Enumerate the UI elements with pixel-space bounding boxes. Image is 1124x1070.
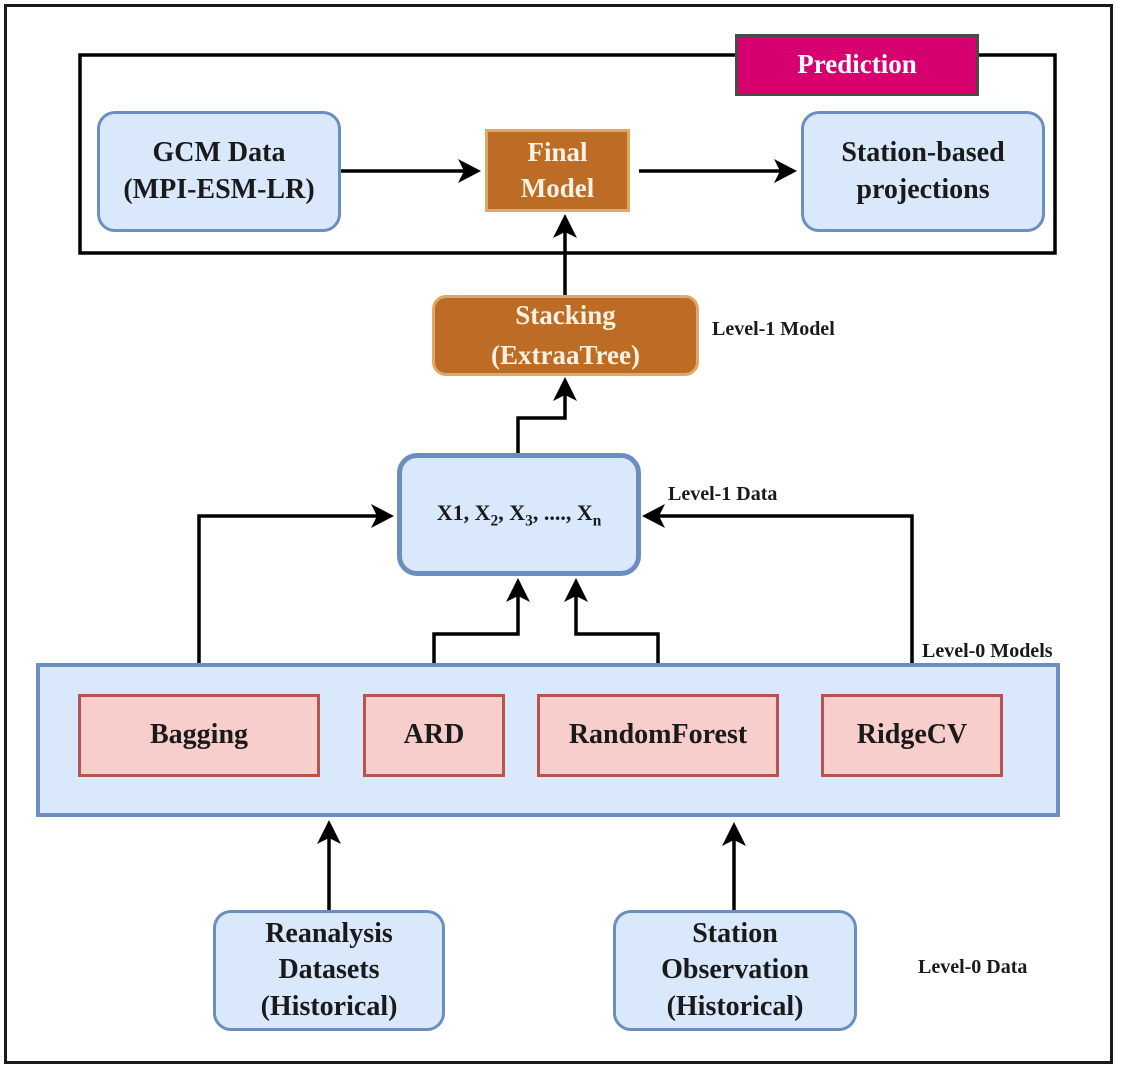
feature-xn-sub: n — [592, 512, 602, 530]
final-model-node: Final Model — [485, 129, 630, 212]
level0-data-label: Level-0 Data — [918, 956, 1028, 978]
stacking-node: Stacking (ExtraaTree) — [432, 295, 699, 376]
arrowhead-up — [317, 820, 341, 844]
feature-sep: , — [498, 499, 504, 525]
reanalysis-line2: Datasets — [278, 954, 380, 986]
arrowhead-up — [553, 377, 577, 401]
feature-vector: X1, X2, X3, ...., Xn — [437, 498, 602, 532]
level0-models-label: Level-0 Models — [922, 640, 1053, 662]
projections-line1: Station-based — [841, 136, 1005, 168]
prediction-label: Prediction — [735, 34, 979, 96]
model-ridgecv: RidgeCV — [821, 694, 1003, 777]
model-randomforest: RandomForest — [537, 694, 779, 777]
station-observation-node: Station Observation (Historical) — [613, 910, 857, 1031]
model-bagging: Bagging — [78, 694, 320, 777]
feature-x2-sub: 2 — [490, 512, 499, 530]
arrow-data-to-stacking — [516, 385, 567, 455]
model-ard: ARD — [363, 694, 505, 777]
model-ridgecv-label: RidgeCV — [856, 719, 968, 751]
level1-model-label: Level-1 Model — [712, 318, 835, 340]
gcm-data-node: GCM Data (MPI-ESM-LR) — [97, 111, 341, 232]
projections-line2: projections — [856, 173, 990, 205]
arrowhead-up — [553, 214, 577, 238]
gcm-line2: (MPI-ESM-LR) — [123, 173, 315, 205]
reanalysis-node: Reanalysis Datasets (Historical) — [213, 910, 445, 1031]
feature-x1: X1, — [436, 499, 470, 525]
model-ard-label: ARD — [403, 719, 465, 751]
prediction-text: Prediction — [797, 49, 917, 80]
level1-data-node: X1, X2, X3, ...., Xn — [397, 453, 641, 576]
stacking-line2: (ExtraaTree) — [491, 339, 640, 370]
arrowhead-up — [564, 578, 588, 602]
final-line1: Final — [527, 137, 588, 168]
level1-data-label: Level-1 Data — [668, 483, 778, 505]
arrowhead-up — [722, 822, 746, 846]
arrowhead-left — [642, 504, 665, 528]
model-bagging-label: Bagging — [149, 719, 249, 751]
prediction-group-outline — [78, 53, 1057, 255]
arrow-bagging-to-data — [197, 514, 386, 695]
feature-dots: ...., — [543, 499, 572, 525]
gcm-line1: GCM Data — [152, 136, 286, 168]
station-obs-line3: (Historical) — [666, 990, 804, 1022]
feature-sep: , — [532, 499, 539, 525]
station-obs-line1: Station — [692, 917, 778, 949]
feature-xn: X — [576, 499, 593, 525]
diagram-frame — [4, 4, 1113, 1064]
arrow-ridge-to-data — [651, 514, 914, 695]
arrowhead-right — [458, 159, 481, 183]
arrowhead-up — [506, 578, 530, 602]
reanalysis-line3: (Historical) — [260, 990, 398, 1022]
arrowhead-right — [371, 504, 394, 528]
arrowhead-right — [774, 159, 797, 183]
stacking-line1: Stacking — [515, 300, 616, 331]
station-obs-line2: Observation — [661, 954, 809, 986]
arrowheads — [317, 159, 797, 846]
feature-x3: X — [509, 499, 526, 525]
model-randomforest-label: RandomForest — [568, 719, 748, 751]
feature-x2: X — [474, 499, 491, 525]
station-projections-node: Station-based projections — [801, 111, 1045, 232]
reanalysis-line1: Reanalysis — [265, 917, 393, 949]
final-line2: Model — [520, 172, 595, 203]
feature-x3-sub: 3 — [525, 512, 533, 530]
